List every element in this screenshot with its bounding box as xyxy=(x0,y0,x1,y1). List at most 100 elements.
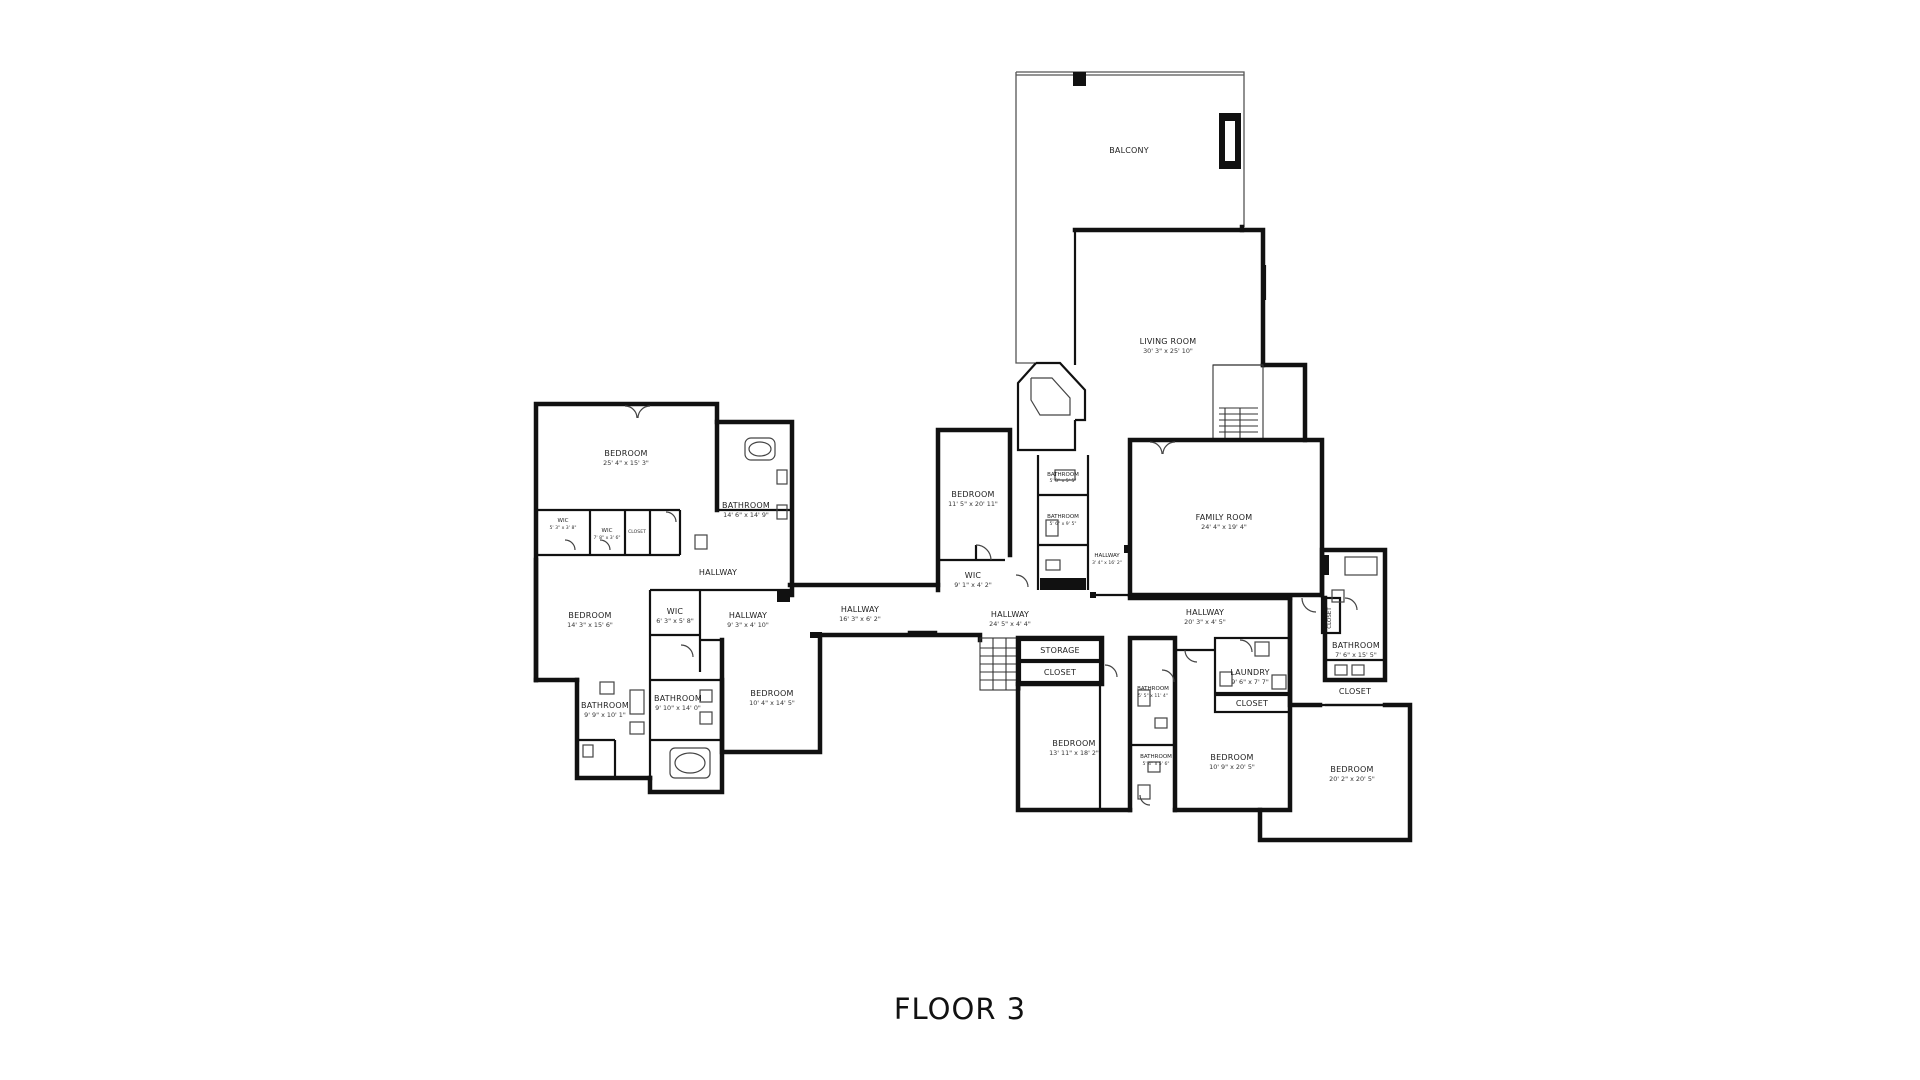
label-wic-nw-1: WIC 5' 3" x 3' 8" xyxy=(549,518,576,531)
svg-text:BEDROOM: BEDROOM xyxy=(604,449,647,458)
svg-text:14' 3" x 15' 6": 14' 3" x 15' 6" xyxy=(567,621,613,629)
svg-text:LAUNDRY: LAUNDRY xyxy=(1230,668,1269,677)
label-bathroom-center-lower: BATHROOM 5' 6" x 9' 5" xyxy=(1047,514,1079,527)
label-laundry: LAUNDRY 9' 6" x 7' 7" xyxy=(1230,668,1269,686)
svg-text:9' 6" x 7' 7": 9' 6" x 7' 7" xyxy=(1231,678,1269,686)
svg-text:5' 3" x 3' 8": 5' 3" x 3' 8" xyxy=(549,525,576,531)
label-bathroom-nw: BATHROOM 14' 6" x 14' 9" xyxy=(722,501,770,519)
label-wic-west: WIC 6' 3" x 5' 8" xyxy=(656,607,694,625)
label-wic-center: WIC 9' 1" x 4' 2" xyxy=(954,571,992,589)
svg-text:BATHROOM: BATHROOM xyxy=(1047,514,1079,520)
svg-text:BEDROOM: BEDROOM xyxy=(1210,753,1253,762)
svg-text:CLOSET: CLOSET xyxy=(1044,668,1076,677)
svg-text:25' 4" x 15' 3": 25' 4" x 15' 3" xyxy=(603,459,649,467)
svg-text:BATHROOM: BATHROOM xyxy=(1140,754,1172,760)
label-living-room: LIVING ROOM 30' 3" x 25' 10" xyxy=(1140,337,1196,355)
svg-text:11' 5" x 20' 11": 11' 5" x 20' 11" xyxy=(948,500,998,508)
living-room-zone xyxy=(1016,224,1308,452)
svg-text:WIC: WIC xyxy=(965,571,982,580)
label-bathroom-south: BATHROOM 5' 5" x 11' 4" xyxy=(1137,686,1169,699)
label-bedroom-east: BEDROOM 20' 2" x 20' 5" xyxy=(1329,765,1375,783)
svg-text:BATHROOM: BATHROOM xyxy=(1332,641,1380,650)
svg-text:CLOSET: CLOSET xyxy=(628,529,646,535)
svg-text:9' 1" x 4' 2": 9' 1" x 4' 2" xyxy=(954,581,992,589)
svg-text:24' 5" x 4' 4": 24' 5" x 4' 4" xyxy=(989,620,1031,628)
svg-text:10' 4" x 14' 5": 10' 4" x 14' 5" xyxy=(749,699,795,707)
svg-text:BATHROOM: BATHROOM xyxy=(1047,472,1079,478)
center-block xyxy=(935,427,1325,598)
balcony-zone xyxy=(1015,71,1245,364)
west-wing xyxy=(533,401,823,795)
svg-text:16' 3" x 6' 2": 16' 3" x 6' 2" xyxy=(839,615,881,623)
label-bedroom-nw: BEDROOM 25' 4" x 15' 3" xyxy=(603,449,649,467)
label-closet-east-vertical: CLOSET xyxy=(1327,607,1333,629)
svg-text:3' 4" x 16' 2": 3' 4" x 16' 2" xyxy=(1092,560,1122,566)
spine-stairs xyxy=(979,637,1021,691)
label-bathroom-south-small: BATHROOM 5' 4" x 5' 6" xyxy=(1140,754,1172,767)
svg-text:HALLWAY: HALLWAY xyxy=(841,605,879,614)
svg-text:BEDROOM: BEDROOM xyxy=(951,490,994,499)
svg-text:13' 11" x 18' 2": 13' 11" x 18' 2" xyxy=(1049,749,1099,757)
svg-text:HALLWAY: HALLWAY xyxy=(1186,608,1224,617)
label-bathroom-sw-2: BATHROOM 9' 10" x 14' 0" xyxy=(654,694,702,712)
floor-label: FLOOR 3 xyxy=(893,992,1027,1026)
label-bathroom-sw-1: BATHROOM 9' 9" x 10' 1" xyxy=(581,701,629,719)
label-family-room: FAMILY ROOM 24' 4" x 19' 4" xyxy=(1196,513,1253,531)
svg-text:20' 2" x 20' 5": 20' 2" x 20' 5" xyxy=(1329,775,1375,783)
label-bedroom-sw: BEDROOM 10' 4" x 14' 5" xyxy=(749,689,795,707)
svg-text:7' 6" x 15' 5": 7' 6" x 15' 5" xyxy=(1335,651,1377,659)
svg-text:9' 10" x 14' 0": 9' 10" x 14' 0" xyxy=(655,704,701,712)
svg-text:24' 4" x 19' 4": 24' 4" x 19' 4" xyxy=(1201,523,1247,531)
label-wic-nw-2: WIC 7' 8" x 3' 6" xyxy=(593,528,620,541)
label-closet-laundry: CLOSET xyxy=(1236,699,1268,708)
svg-text:BEDROOM: BEDROOM xyxy=(1330,765,1373,774)
label-balcony: BALCONY xyxy=(1109,146,1149,155)
svg-text:30' 3" x 25' 10": 30' 3" x 25' 10" xyxy=(1143,347,1193,355)
label-closet-center: CLOSET xyxy=(1044,668,1076,677)
svg-text:BATHROOM: BATHROOM xyxy=(722,501,770,510)
svg-text:CLOSET: CLOSET xyxy=(1327,607,1333,629)
svg-text:BALCONY: BALCONY xyxy=(1109,146,1149,155)
svg-text:20' 3" x 4' 5": 20' 3" x 4' 5" xyxy=(1184,618,1226,626)
living-stairs xyxy=(1212,364,1264,441)
svg-text:WIC: WIC xyxy=(602,528,613,534)
label-bedroom-se: BEDROOM 10' 9" x 20' 5" xyxy=(1209,753,1255,771)
label-hallway-center: HALLWAY 24' 5" x 4' 4" xyxy=(989,610,1031,628)
svg-text:5' 5" x 11' 4": 5' 5" x 11' 4" xyxy=(1138,693,1168,699)
label-hallway-center-vertical: HALLWAY 3' 4" x 16' 2" xyxy=(1092,553,1122,566)
svg-text:5' 4" x 5' 6": 5' 4" x 5' 6" xyxy=(1142,761,1169,767)
svg-text:14' 6" x 14' 9": 14' 6" x 14' 9" xyxy=(723,511,769,519)
label-bathroom-center-upper: BATHROOM 5' 8" x 5' 5" xyxy=(1047,472,1079,484)
hallway-spine xyxy=(787,582,1293,691)
svg-text:BATHROOM: BATHROOM xyxy=(581,701,629,710)
svg-text:HALLWAY: HALLWAY xyxy=(1094,553,1120,559)
svg-text:9' 3" x 4' 10": 9' 3" x 4' 10" xyxy=(727,621,769,629)
svg-text:5' 6" x 9' 5": 5' 6" x 9' 5" xyxy=(1049,521,1076,527)
svg-text:9' 9" x 10' 1": 9' 9" x 10' 1" xyxy=(584,711,626,719)
svg-text:BEDROOM: BEDROOM xyxy=(750,689,793,698)
svg-text:WIC: WIC xyxy=(667,607,684,616)
svg-text:WIC: WIC xyxy=(558,518,569,524)
svg-text:BATHROOM: BATHROOM xyxy=(654,694,702,703)
label-bedroom-west: BEDROOM 14' 3" x 15' 6" xyxy=(567,611,613,629)
south-block xyxy=(1015,547,1413,843)
label-hallway-west-upper: HALLWAY xyxy=(699,568,737,577)
svg-text:BEDROOM: BEDROOM xyxy=(568,611,611,620)
svg-text:BEDROOM: BEDROOM xyxy=(1052,739,1095,748)
label-closet-east: CLOSET xyxy=(1339,687,1371,696)
svg-text:HALLWAY: HALLWAY xyxy=(729,611,767,620)
label-hallway-west: HALLWAY 9' 3" x 4' 10" xyxy=(727,611,769,629)
svg-text:BATHROOM: BATHROOM xyxy=(1137,686,1169,692)
svg-text:HALLWAY: HALLWAY xyxy=(699,568,737,577)
svg-text:CLOSET: CLOSET xyxy=(1236,699,1268,708)
svg-text:CLOSET: CLOSET xyxy=(1339,687,1371,696)
svg-text:STORAGE: STORAGE xyxy=(1040,646,1079,655)
svg-text:FAMILY ROOM: FAMILY ROOM xyxy=(1196,513,1253,522)
label-hallway-east: HALLWAY 20' 3" x 4' 5" xyxy=(1184,608,1226,626)
label-storage: STORAGE xyxy=(1040,646,1079,655)
svg-text:6' 3" x 5' 8": 6' 3" x 5' 8" xyxy=(656,617,694,625)
svg-text:5' 8" x 5' 5": 5' 8" x 5' 5" xyxy=(1049,478,1076,484)
label-bathroom-east: BATHROOM 7' 6" x 15' 5" xyxy=(1332,641,1380,659)
svg-text:10' 9" x 20' 5": 10' 9" x 20' 5" xyxy=(1209,763,1255,771)
